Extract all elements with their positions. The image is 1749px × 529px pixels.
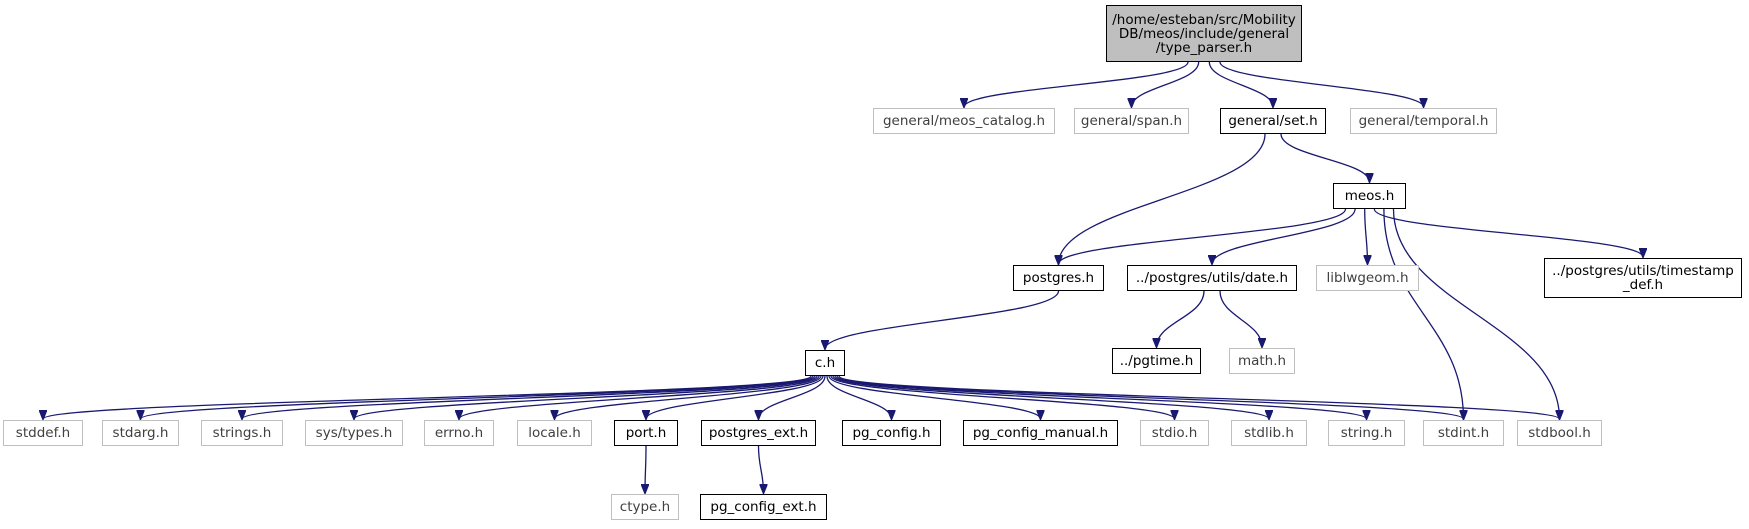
edge-c-to-stdint [836,375,1464,419]
edge-c-to-port [646,375,824,419]
edge-meos-to-stdbool [1392,208,1560,419]
node-meos-h[interactable]: meos.h [1333,183,1406,209]
edge-root-to-meos_catalog [964,61,1189,107]
edge-c-to-stdbool [838,375,1560,419]
edge-c-to-stddef [43,375,812,419]
edge-c-to-stdio [830,375,1175,419]
node-stdio-h: stdio.h [1140,420,1209,446]
edge-c-to-locale [555,375,822,419]
node-pgtime-h[interactable]: ../pgtime.h [1112,348,1201,374]
node-port-h[interactable]: port.h [614,420,678,446]
edge-root-to-temporal [1219,61,1424,107]
edge-c-to-stdlib [832,375,1269,419]
edge-root-to-set [1208,61,1273,107]
node-meos-catalog-h: general/meos_catalog.h [873,108,1055,134]
edge-root-to-span [1132,61,1200,107]
edge-postgres_ext-to-pg_config_ext [757,445,764,493]
node-pg-config-ext-h[interactable]: pg_config_ext.h [700,494,827,520]
edge-meos-to-date [1212,208,1356,264]
node-set-h[interactable]: general/set.h [1220,108,1326,134]
node-stdarg-h: stdarg.h [102,420,179,446]
node-temporal-h: general/temporal.h [1350,108,1497,134]
edge-meos-to-timestamp_def [1373,208,1643,257]
node-pg-config-manual-h[interactable]: pg_config_manual.h [963,420,1118,446]
edge-set-to-meos [1280,133,1370,182]
edge-postgres-to-c [825,290,1060,349]
node-strings-h: strings.h [201,420,283,446]
node-liblwgeom-h: liblwgeom.h [1316,265,1419,291]
edge-date-to-math [1219,290,1262,347]
edge-set-to-postgres [1059,133,1266,264]
node-stdlib-h: stdlib.h [1231,420,1307,446]
node-postgres-h[interactable]: postgres.h [1013,265,1104,291]
edge-c-to-pg_config [826,375,892,419]
node-pg-config-h[interactable]: pg_config.h [842,420,941,446]
edge-c-to-errno [459,375,820,419]
edge-c-to-systypes [354,375,818,419]
node-timestamp-def-h[interactable]: ../postgres/utils/timestamp _def.h [1544,258,1742,298]
node-locale-h: locale.h [517,420,592,446]
node-ctype-h: ctype.h [611,494,679,520]
node-stdint-h: stdint.h [1423,420,1504,446]
node-math-h: math.h [1229,348,1295,374]
edge-c-to-strings [242,375,816,419]
node-type-parser-h: /home/esteban/src/Mobility DB/meos/inclu… [1106,5,1302,62]
edge-meos-to-stdint [1383,208,1464,419]
edge-c-to-postgres_ext [759,375,826,419]
edge-c-to-stdarg [141,375,814,419]
edge-meos-to-postgres [1059,208,1347,264]
edge-port-to-ctype [645,445,646,493]
node-errno-h: errno.h [424,420,494,446]
node-string-h: string.h [1328,420,1405,446]
node-span-h: general/span.h [1074,108,1189,134]
edge-meos-to-liblwgeom [1365,208,1368,264]
edge-c-to-string [834,375,1367,419]
edges-layer [43,61,1643,493]
node-sys-types-h: sys/types.h [305,420,403,446]
node-postgres-ext-h[interactable]: postgres_ext.h [701,420,816,446]
edge-c-to-pg_config_manual [828,375,1041,419]
node-stddef-h: stddef.h [3,420,83,446]
node-date-h[interactable]: ../postgres/utils/date.h [1127,265,1297,291]
node-stdbool-h: stdbool.h [1517,420,1602,446]
edge-date-to-pgtime [1157,290,1205,347]
node-c-h[interactable]: c.h [805,350,845,376]
